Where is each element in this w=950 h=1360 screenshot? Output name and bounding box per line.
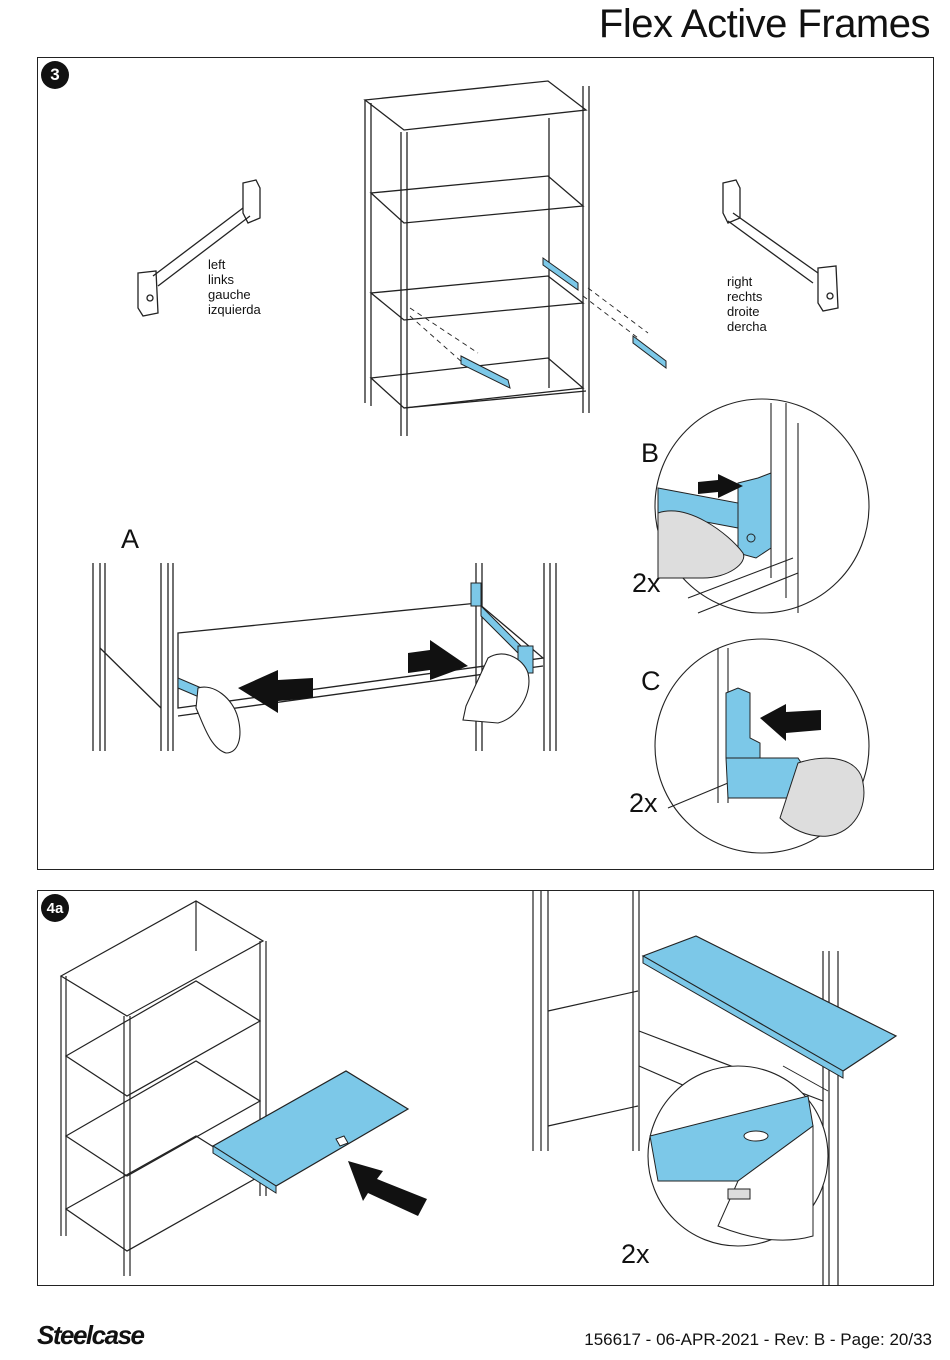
zoom-quantity: 2x (621, 1239, 650, 1270)
detail-a-illustration (93, 563, 556, 751)
hand-icon (196, 654, 529, 753)
step-3-panel: 3 (37, 57, 934, 870)
detail-zoom-circle (648, 1066, 828, 1246)
detail-b-quantity: 2x (632, 568, 661, 599)
left-label-de: links (208, 272, 261, 287)
document-info: 156617 - 06-APR-2021 - Rev: B - Page: 20… (584, 1330, 932, 1350)
brand-logo: Steelcase (37, 1320, 143, 1351)
left-label-fr: gauche (208, 287, 261, 302)
detail-b-label: B (641, 438, 659, 469)
detail-a-label: A (121, 524, 139, 555)
shelf-icon (61, 901, 266, 1276)
page-title: Flex Active Frames (599, 2, 930, 47)
right-label: right rechts droite dercha (727, 274, 767, 334)
left-label-es: izquierda (208, 302, 261, 317)
left-label-en: left (208, 257, 261, 272)
detail-c-circle (655, 639, 869, 853)
blue-back-panel-right (643, 936, 896, 1078)
step-4a-illustration (38, 891, 933, 1285)
detail-c-label: C (641, 666, 661, 697)
shelving-unit-illustration (365, 81, 589, 436)
detail-b-circle (655, 399, 869, 613)
right-label-en: right (727, 274, 767, 289)
left-label: left links gauche izquierda (208, 257, 261, 317)
step-4a-panel: 4a (37, 890, 934, 1286)
push-arrow-icon (238, 640, 468, 713)
push-arrow-icon (348, 1161, 427, 1216)
right-label-fr: droite (727, 304, 767, 319)
step-3-illustration (38, 58, 933, 869)
right-label-de: rechts (727, 289, 767, 304)
detail-c-quantity: 2x (629, 788, 658, 819)
right-label-es: dercha (727, 319, 767, 334)
